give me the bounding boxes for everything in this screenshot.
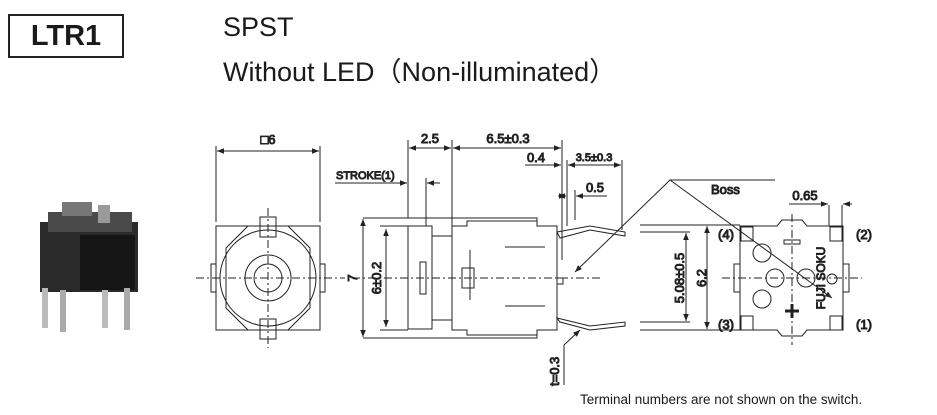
- footnote: Terminal numbers are not shown on the sw…: [580, 392, 863, 407]
- dim-6-5: 6.5±0.3: [486, 131, 529, 146]
- dim-6-2: 6.2: [694, 269, 709, 287]
- terminal-2: (2): [856, 227, 872, 242]
- dim-7: 7: [345, 274, 360, 281]
- dim-2-5: 2.5: [421, 131, 439, 146]
- front-view: [196, 146, 345, 348]
- dim-0-5: 0.5: [586, 180, 604, 195]
- product-photo: [40, 202, 138, 332]
- dim-5-08: 5.08±0.5: [672, 253, 687, 304]
- dim-6: 6±0.2: [369, 262, 384, 294]
- dim-0-65: 0.65: [792, 188, 817, 203]
- bottom-view: [640, 204, 862, 345]
- thickness-label: t=0.3: [547, 357, 562, 386]
- switch-type: SPST: [223, 12, 294, 42]
- dim-0-4: 0.4: [527, 150, 545, 165]
- boss-label: Boss: [711, 182, 740, 197]
- terminal-3: (3): [718, 317, 734, 332]
- side-view: [335, 140, 833, 385]
- front-width-dim: □6: [260, 132, 275, 147]
- stroke-label: STROKE(1): [336, 170, 395, 182]
- model-label: LTR1: [8, 14, 124, 58]
- terminal-4: (4): [718, 227, 734, 242]
- terminal-1: (1): [856, 317, 872, 332]
- dim-3-5: 3.5±0.3: [576, 152, 613, 164]
- subtitle: Without LED（Non-illuminated）: [223, 57, 617, 87]
- brand-marking: FUJI SOKU: [814, 247, 828, 310]
